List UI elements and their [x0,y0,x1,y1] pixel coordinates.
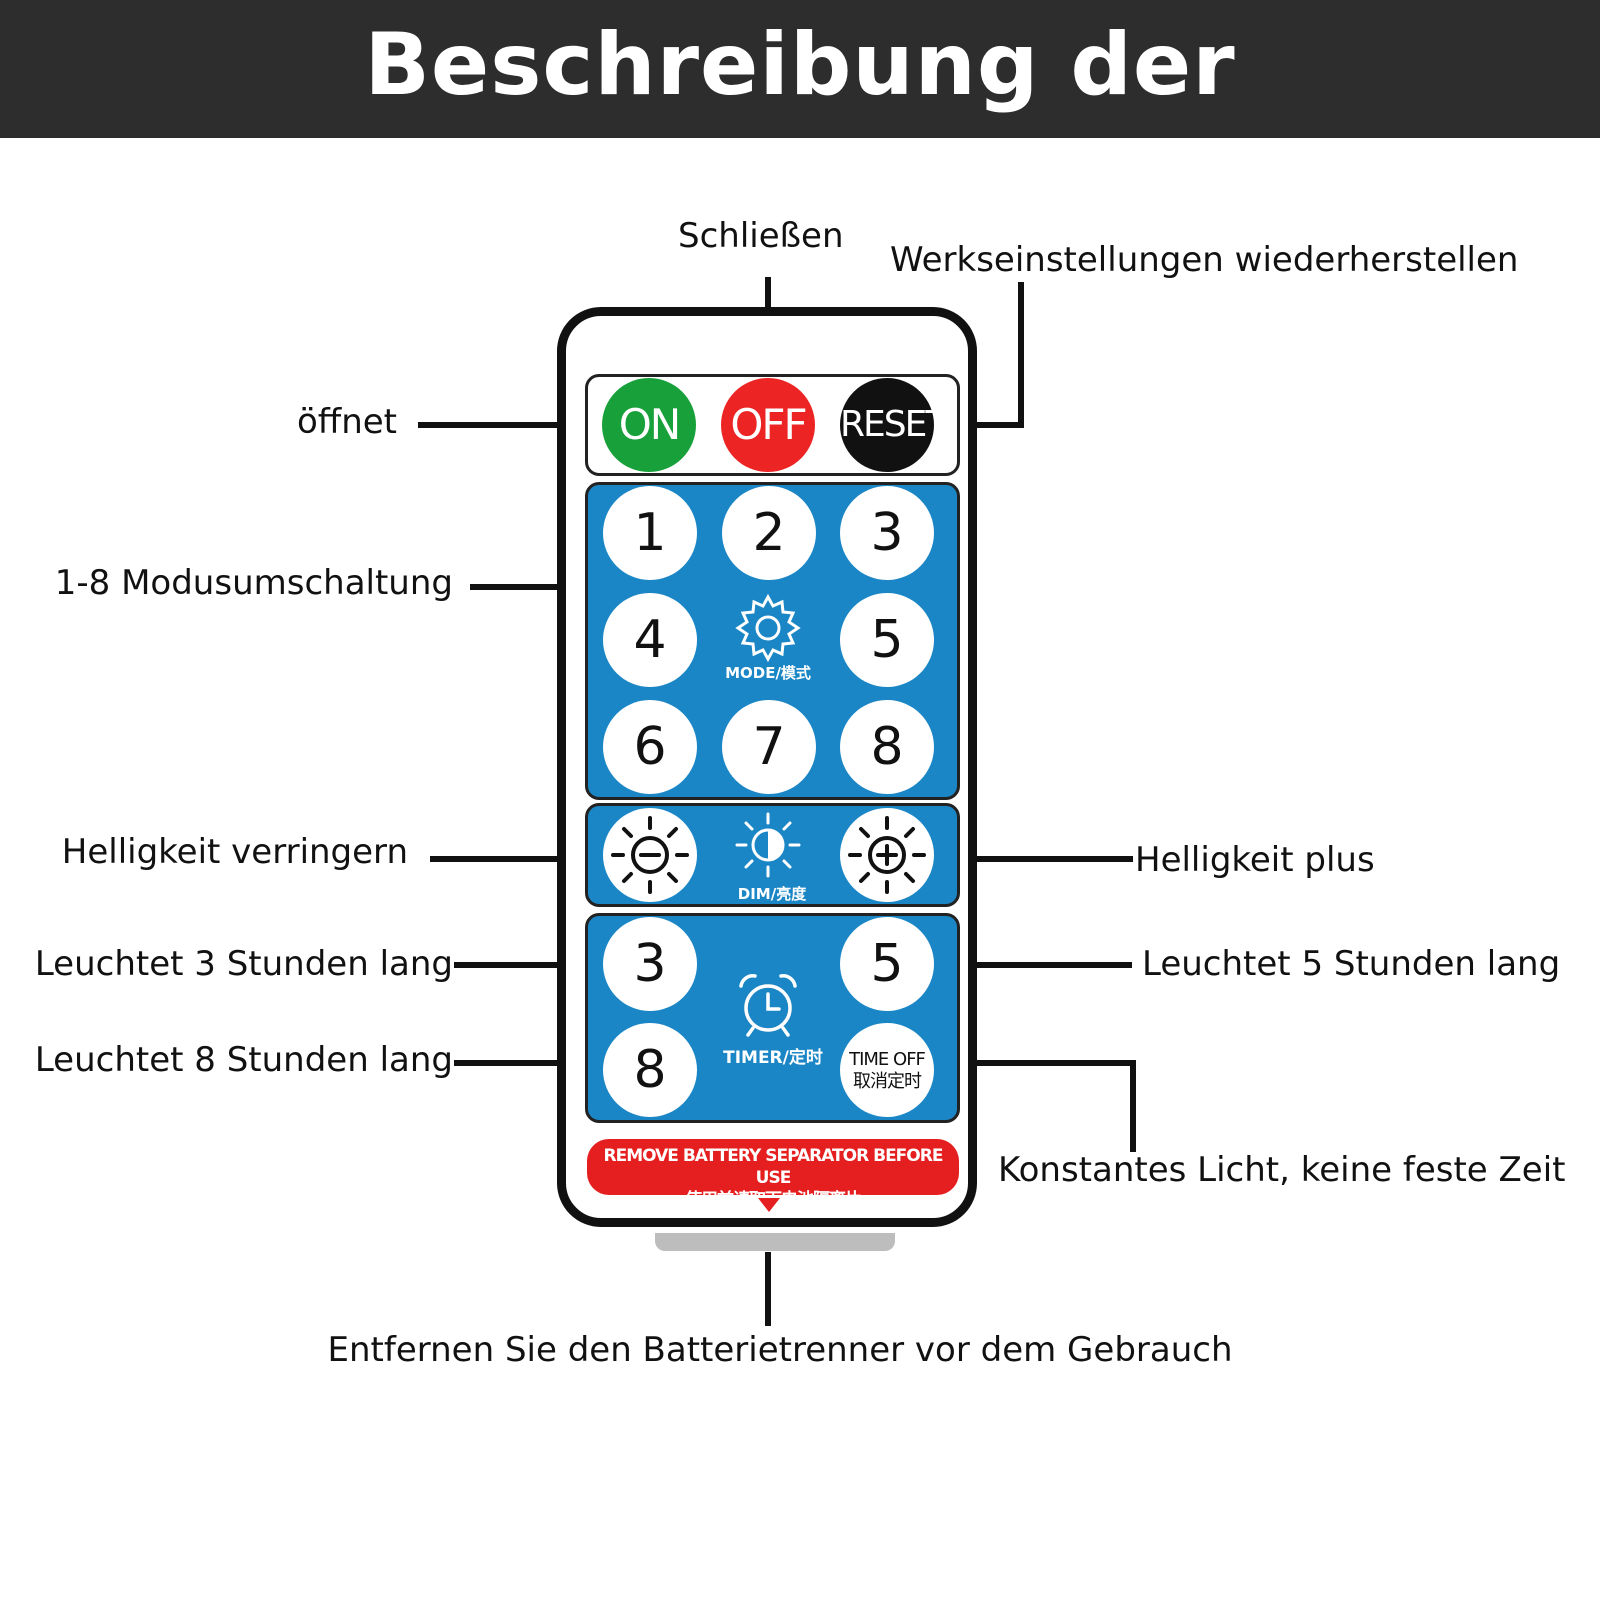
timer-5h-button[interactable]: 5 [840,917,934,1011]
label-mode-switch: 1-8 Modusumschaltung [54,563,453,603]
line-light-8h [454,1060,586,1066]
line-remove-separator [765,1252,771,1326]
mode-button-6[interactable]: 6 [603,700,697,794]
label-open: öffnet [296,402,397,442]
warning-arrow-icon [758,1198,780,1212]
mode-label: MODE/模式 [725,664,811,682]
line-brightness-up [958,856,1133,862]
line-constant-horizontal [958,1060,1136,1066]
on-button[interactable]: ON [602,378,696,472]
off-button[interactable]: OFF [721,378,815,472]
gear-icon [735,593,801,663]
label-close: Schließen [678,216,844,256]
label-light-5h: Leuchtet 5 Stunden lang [1142,944,1561,984]
sun-half-icon [735,812,801,878]
battery-separator-tab[interactable] [655,1233,895,1251]
mode-button-2[interactable]: 2 [722,486,816,580]
timer-label: TIMER/定时 [723,1048,823,1068]
mode-button-1[interactable]: 1 [603,486,697,580]
line-brightness-down [430,856,586,862]
label-brightness-up: Helligkeit plus [1135,840,1375,880]
label-constant-light: Konstantes Licht, keine feste Zeit [998,1150,1566,1190]
mode-button-7[interactable]: 7 [722,700,816,794]
time-off-label-cn: 取消定时 [853,1071,922,1092]
line-open [418,422,586,428]
mode-button-3[interactable]: 3 [840,486,934,580]
sun-plus-icon [848,816,926,894]
label-brightness-down: Helligkeit verringern [61,832,408,872]
line-mode-switch [470,584,586,590]
mode-button-4[interactable]: 4 [603,593,697,687]
reset-button[interactable]: RESET [840,378,947,472]
line-light-5h [958,962,1132,968]
line-reset-vertical [1018,282,1024,428]
page-title: Beschreibung der Fernbedienung [364,15,1236,245]
alarm-clock-icon [739,974,797,1037]
line-light-3h [454,962,586,968]
dim-label: DIM/亮度 [737,885,807,903]
timer-8h-button[interactable]: 8 [603,1023,697,1117]
line-reset-horizontal [958,422,1024,428]
time-off-label-en: TIME OFF [849,1049,926,1070]
brightness-up-button[interactable] [840,808,934,902]
mode-button-5[interactable]: 5 [840,593,934,687]
brightness-down-button[interactable] [603,808,697,902]
header-bar: Beschreibung der Fernbedienung [0,0,1600,245]
mode-button-8[interactable]: 8 [840,700,934,794]
line-constant-vertical [1130,1060,1136,1152]
battery-warning-en: REMOVE BATTERY SEPARATOR BEFORE USE [603,1146,944,1188]
label-light-3h: Leuchtet 3 Stunden lang [34,944,453,984]
time-off-button[interactable]: TIME OFF 取消定时 [840,1023,934,1117]
sun-minus-icon [611,816,689,894]
battery-warning: REMOVE BATTERY SEPARATOR BEFORE USE 使用前请… [587,1139,959,1210]
label-factory-reset: Werkseinstellungen wiederherstellen [890,240,1519,280]
label-remove-separator: Entfernen Sie den Batterietrenner vor de… [327,1330,1233,1370]
timer-3h-button[interactable]: 3 [603,917,697,1011]
label-light-8h: Leuchtet 8 Stunden lang [34,1040,453,1080]
